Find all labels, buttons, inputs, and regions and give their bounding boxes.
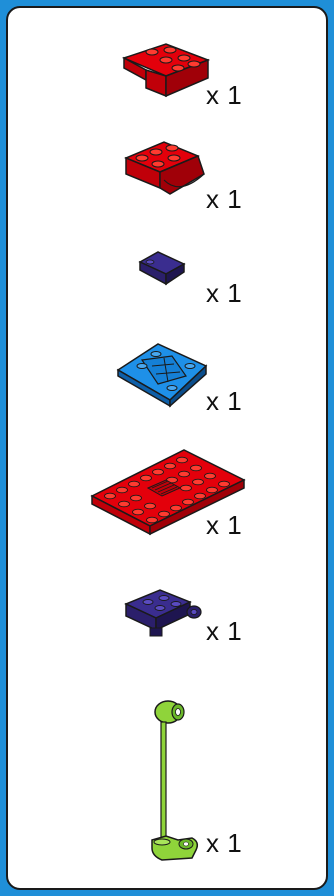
blue-hood-wedge-icon [112, 336, 212, 408]
quantity-label: x 1 [206, 616, 242, 647]
part-row-3: x 1 [8, 244, 326, 304]
part-row-1: x 1 [8, 40, 326, 104]
lime-antenna-bar-icon [148, 692, 204, 868]
part-row-2: x 1 [8, 130, 326, 206]
quantity-label: x 1 [206, 828, 242, 859]
parts-list-panel: x 1 x 1 x 1 [6, 6, 328, 890]
quantity-label: x 1 [206, 386, 242, 417]
part-row-4: x 1 [8, 336, 326, 416]
part-row-6: x 1 [8, 582, 326, 652]
red-slope-brick-icon [120, 130, 210, 200]
quantity-label: x 1 [206, 278, 242, 309]
quantity-label: x 1 [206, 510, 242, 541]
quantity-label: x 1 [206, 184, 242, 215]
dark-blue-hinge-plate-icon [120, 582, 204, 642]
red-wedge-plate-icon [116, 40, 216, 104]
part-row-5: x 1 [8, 444, 326, 540]
quantity-label: x 1 [206, 80, 242, 111]
part-row-7: x 1 [8, 692, 326, 872]
dark-blue-slope-icon [136, 248, 196, 294]
